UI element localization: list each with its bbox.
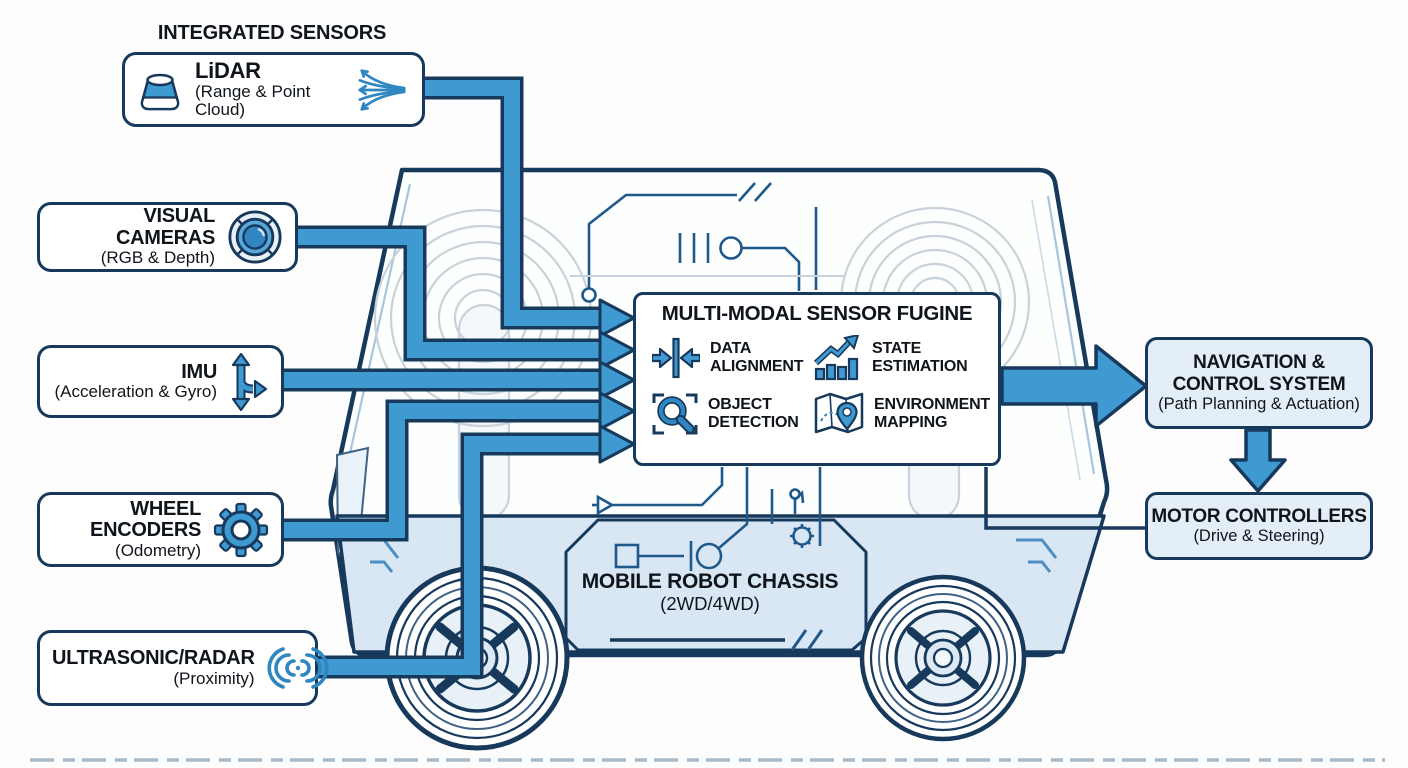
fusion-item-label: DETECTION [708, 414, 799, 431]
fusion-item-environment-mapping: ENVIRONMENT MAPPING [814, 391, 990, 437]
sensor-box-encoders: WHEEL ENCODERS (Odometry) [37, 492, 284, 567]
state-estimation-icon [813, 335, 862, 381]
trace-node-dot [581, 287, 597, 303]
sensor-box-lidar: LiDAR (Range & Point Cloud) [122, 52, 425, 127]
point-cloud-icon [356, 64, 410, 116]
fusion-to-navigation-arrow [1000, 344, 1148, 428]
navigation-detail: (Path Planning & Actuation) [1158, 394, 1360, 413]
right-body-shade-line-2 [1031, 199, 1081, 481]
sensor-name: IMU [181, 360, 217, 383]
sensor-connectors [282, 76, 636, 679]
trace-node-circle [719, 236, 743, 260]
navigation-title-line2: CONTROL SYSTEM [1172, 373, 1346, 395]
fusion-item-state-estimation: STATE ESTIMATION [813, 335, 990, 381]
sensor-detail: (Odometry) [115, 540, 201, 560]
fusion-engine-box: MULTI-MODAL SENSOR FUGINE DATA ALIGNMENT [633, 292, 1001, 466]
fusion-item-label: ALIGNMENT [710, 358, 804, 375]
ultrasonic-arrowhead [598, 424, 636, 464]
sensor-name: VISUAL CAMERAS [115, 205, 215, 249]
chassis-inner-panel [564, 518, 868, 652]
lidar-icon [137, 68, 183, 112]
sensor-detail: (Acceleration & Gyro) [54, 382, 218, 402]
gear-icon [213, 502, 269, 558]
motor-title: MOTOR CONTROLLERS [1151, 505, 1367, 527]
fusion-item-label: ENVIRONMENT [873, 396, 990, 414]
fusion-item-label: ESTIMATION [871, 358, 968, 375]
fusion-item-data-alignment: DATA ALIGNMENT [652, 335, 808, 381]
lidar-arrowhead [598, 298, 636, 338]
sensor-detail: (RGB & Depth) [100, 248, 215, 268]
fusion-to-motor-line [984, 467, 1146, 530]
lower-circuit-traces [592, 467, 822, 571]
right-body-shade-line [1046, 195, 1096, 475]
sensor-box-imu: IMU (Acceleration & Gyro) [37, 345, 284, 418]
motor-controllers-box: MOTOR CONTROLLERS (Drive & Steering) [1145, 492, 1373, 560]
sensor-name: WHEEL ENCODERS [90, 497, 201, 542]
sensor-detail: (Range & Point Cloud) [195, 82, 311, 120]
sensor-box-cameras: VISUAL CAMERAS (RGB & Depth) [37, 202, 298, 272]
cameras-arrowhead [598, 330, 636, 370]
fusion-item-label: STATE [871, 340, 922, 358]
sound-waves-icon [267, 645, 329, 691]
page-title: INTEGRATED SENSORS [157, 22, 387, 44]
data-alignment-icon [652, 335, 700, 381]
fusion-item-label: MAPPING [873, 414, 948, 431]
fusion-title: MULTI-MODAL SENSOR FUGINE [661, 302, 973, 325]
fusion-item-label: OBJECT [708, 396, 772, 414]
encoders-arrowhead [598, 391, 636, 431]
navigation-title-line1: NAVIGATION & [1193, 352, 1325, 374]
chassis-slash-marks [790, 629, 824, 651]
chassis-label: MOBILE ROBOT CHASSIS (2WD/4WD) [530, 570, 890, 614]
navigation-control-box: NAVIGATION & CONTROL SYSTEM (Path Planni… [1145, 337, 1373, 429]
fusion-item-label: DATA [710, 340, 752, 358]
right-wheel [859, 574, 1027, 742]
sensor-box-ultrasonic: ULTRASONIC/RADAR (Proximity) [37, 630, 329, 706]
imu-arrowhead [598, 360, 636, 400]
sensor-name: ULTRASONIC/RADAR [52, 647, 255, 670]
sensor-detail: (Proximity) [173, 668, 255, 688]
imu-axes-icon [229, 352, 269, 411]
object-detection-icon [652, 391, 698, 437]
chassis-title: MOBILE ROBOT CHASSIS [581, 570, 839, 593]
camera-lens-icon [227, 209, 283, 265]
chassis-detail: (2WD/4WD) [660, 592, 760, 614]
sensor-name: LiDAR [195, 58, 261, 84]
environment-mapping-icon [814, 391, 864, 437]
navigation-to-motor-arrow [1229, 428, 1287, 493]
fusion-item-object-detection: OBJECT DETECTION [652, 391, 808, 437]
motor-detail: (Drive & Steering) [1193, 527, 1325, 546]
